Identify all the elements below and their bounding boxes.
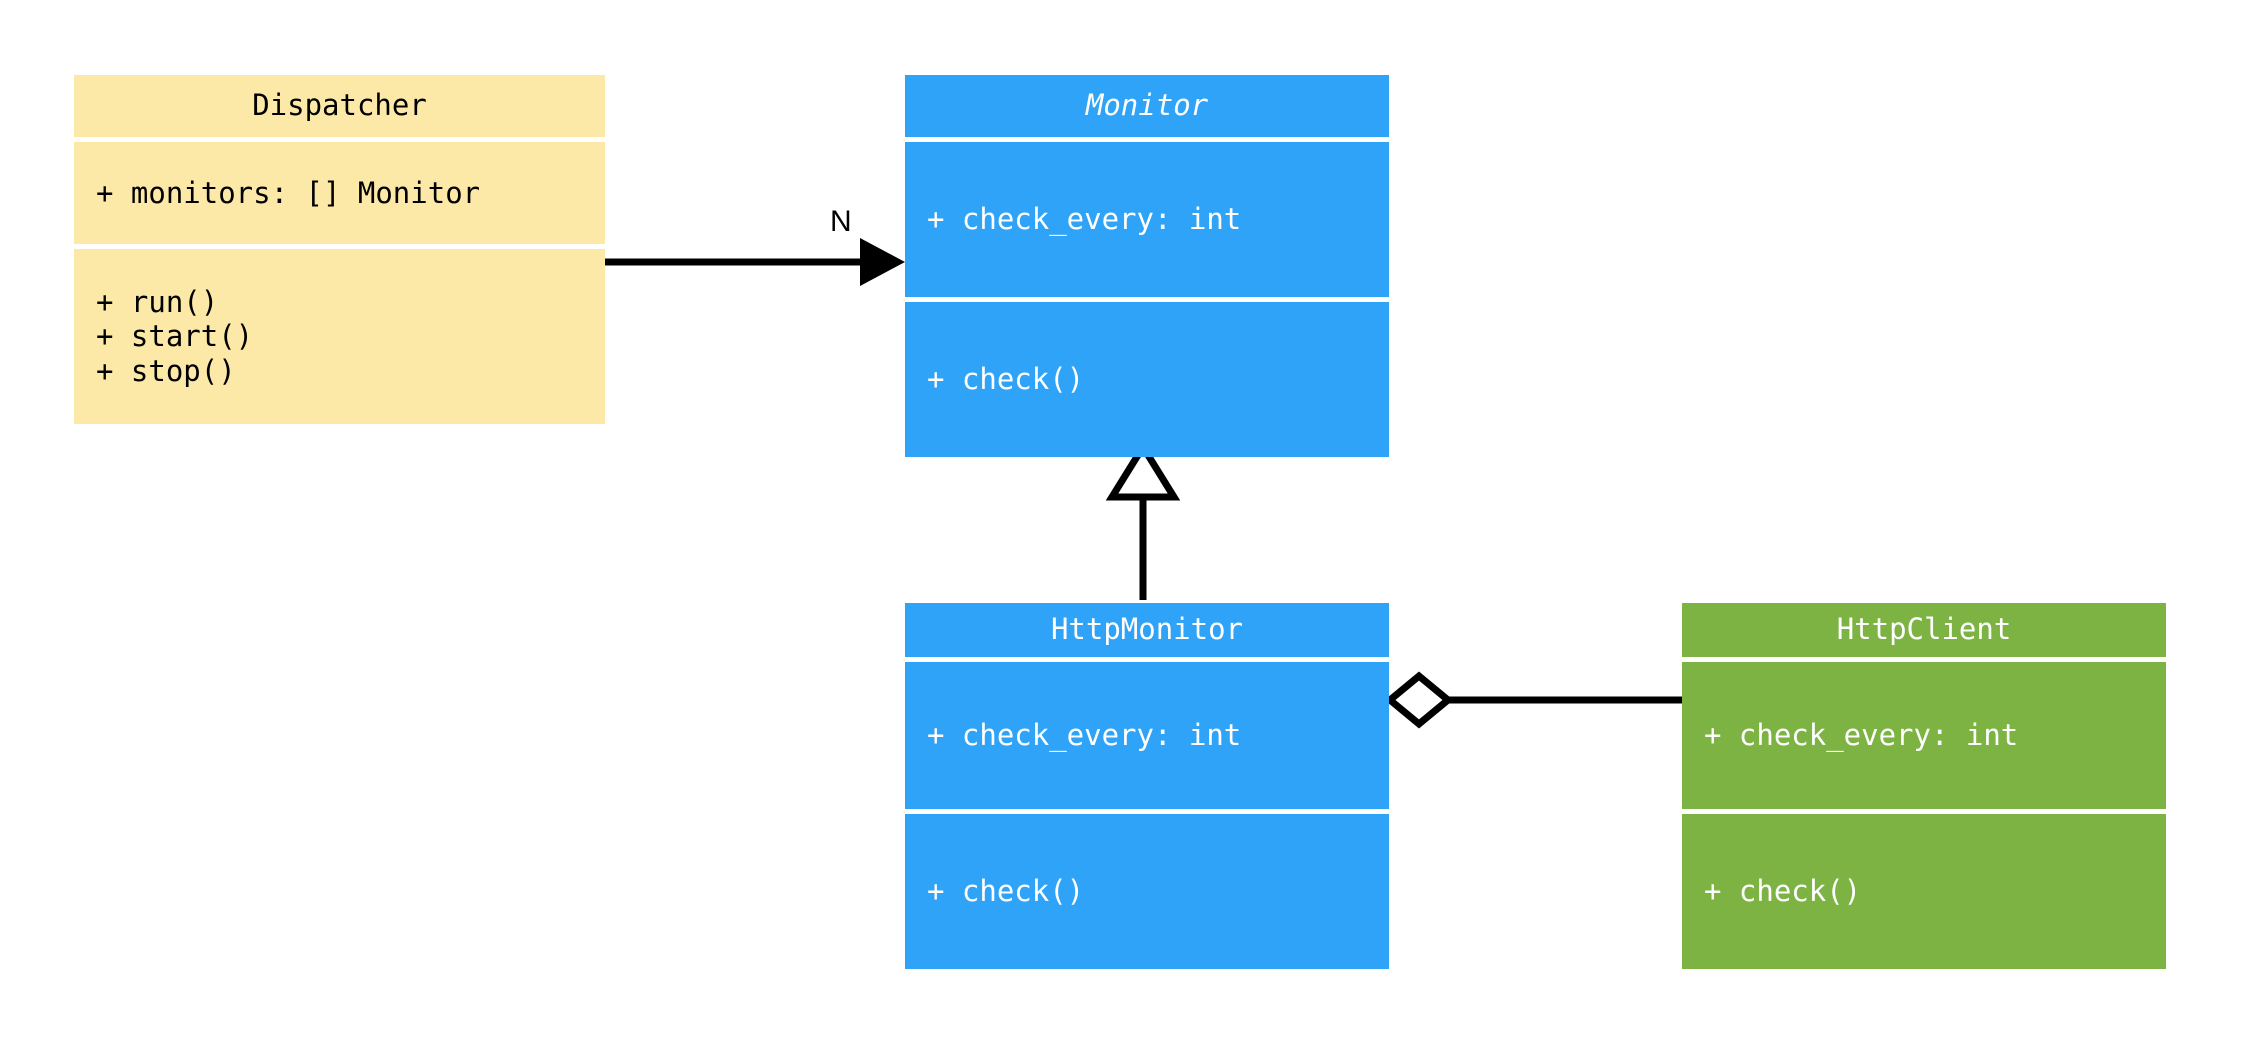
class-methods-compartment-http-monitor: + check() [905,814,1389,969]
association-multiplicity-label: N [830,205,852,238]
method-row: + check() [927,874,1085,909]
generalization-httpmonitor-monitor [1105,440,1181,600]
class-methods-compartment-dispatcher: + run() + start() + stop() [74,249,605,424]
class-attributes-compartment-monitor: + check_every: int [905,142,1389,297]
class-title-compartment-monitor: Monitor [905,75,1389,137]
attribute-row: + monitors: [] Monitor [96,175,481,210]
method-row: + stop() [96,353,236,388]
class-title-compartment-http-monitor: HttpMonitor [905,603,1389,657]
aggregation-httpmonitor-httpclient [1384,671,1682,729]
class-title-compartment-dispatcher: Dispatcher [74,75,605,137]
method-row: + run() [96,285,219,320]
class-box-http-monitor[interactable]: HttpMonitor + check_every: int + check() [905,603,1389,969]
association-dispatcher-monitor [605,238,905,286]
class-name-dispatcher: Dispatcher [252,88,427,123]
class-name-http-monitor: HttpMonitor [1050,612,1244,647]
method-row: + check() [927,362,1085,397]
class-box-monitor[interactable]: Monitor + check_every: int + check() [905,75,1389,457]
attribute-row: + check_every: int [927,718,1242,753]
attribute-row: + check_every: int [927,202,1242,237]
class-attributes-compartment-http-client: + check_every: int [1682,662,2166,809]
attribute-row: + check_every: int [1704,718,2019,753]
class-attributes-compartment-dispatcher: + monitors: [] Monitor [74,142,605,244]
class-box-http-client[interactable]: HttpClient + check_every: int + check() [1682,603,2166,969]
class-name-monitor: Monitor [1085,88,1209,123]
class-attributes-compartment-http-monitor: + check_every: int [905,662,1389,809]
method-row: + start() [96,319,254,354]
class-title-compartment-http-client: HttpClient [1682,603,2166,657]
class-methods-compartment-monitor: + check() [905,302,1389,457]
method-row: + check() [1704,874,1862,909]
class-box-dispatcher[interactable]: Dispatcher + monitors: [] Monitor + run(… [74,75,605,424]
class-name-http-client: HttpClient [1836,612,2012,647]
class-methods-compartment-http-client: + check() [1682,814,2166,969]
